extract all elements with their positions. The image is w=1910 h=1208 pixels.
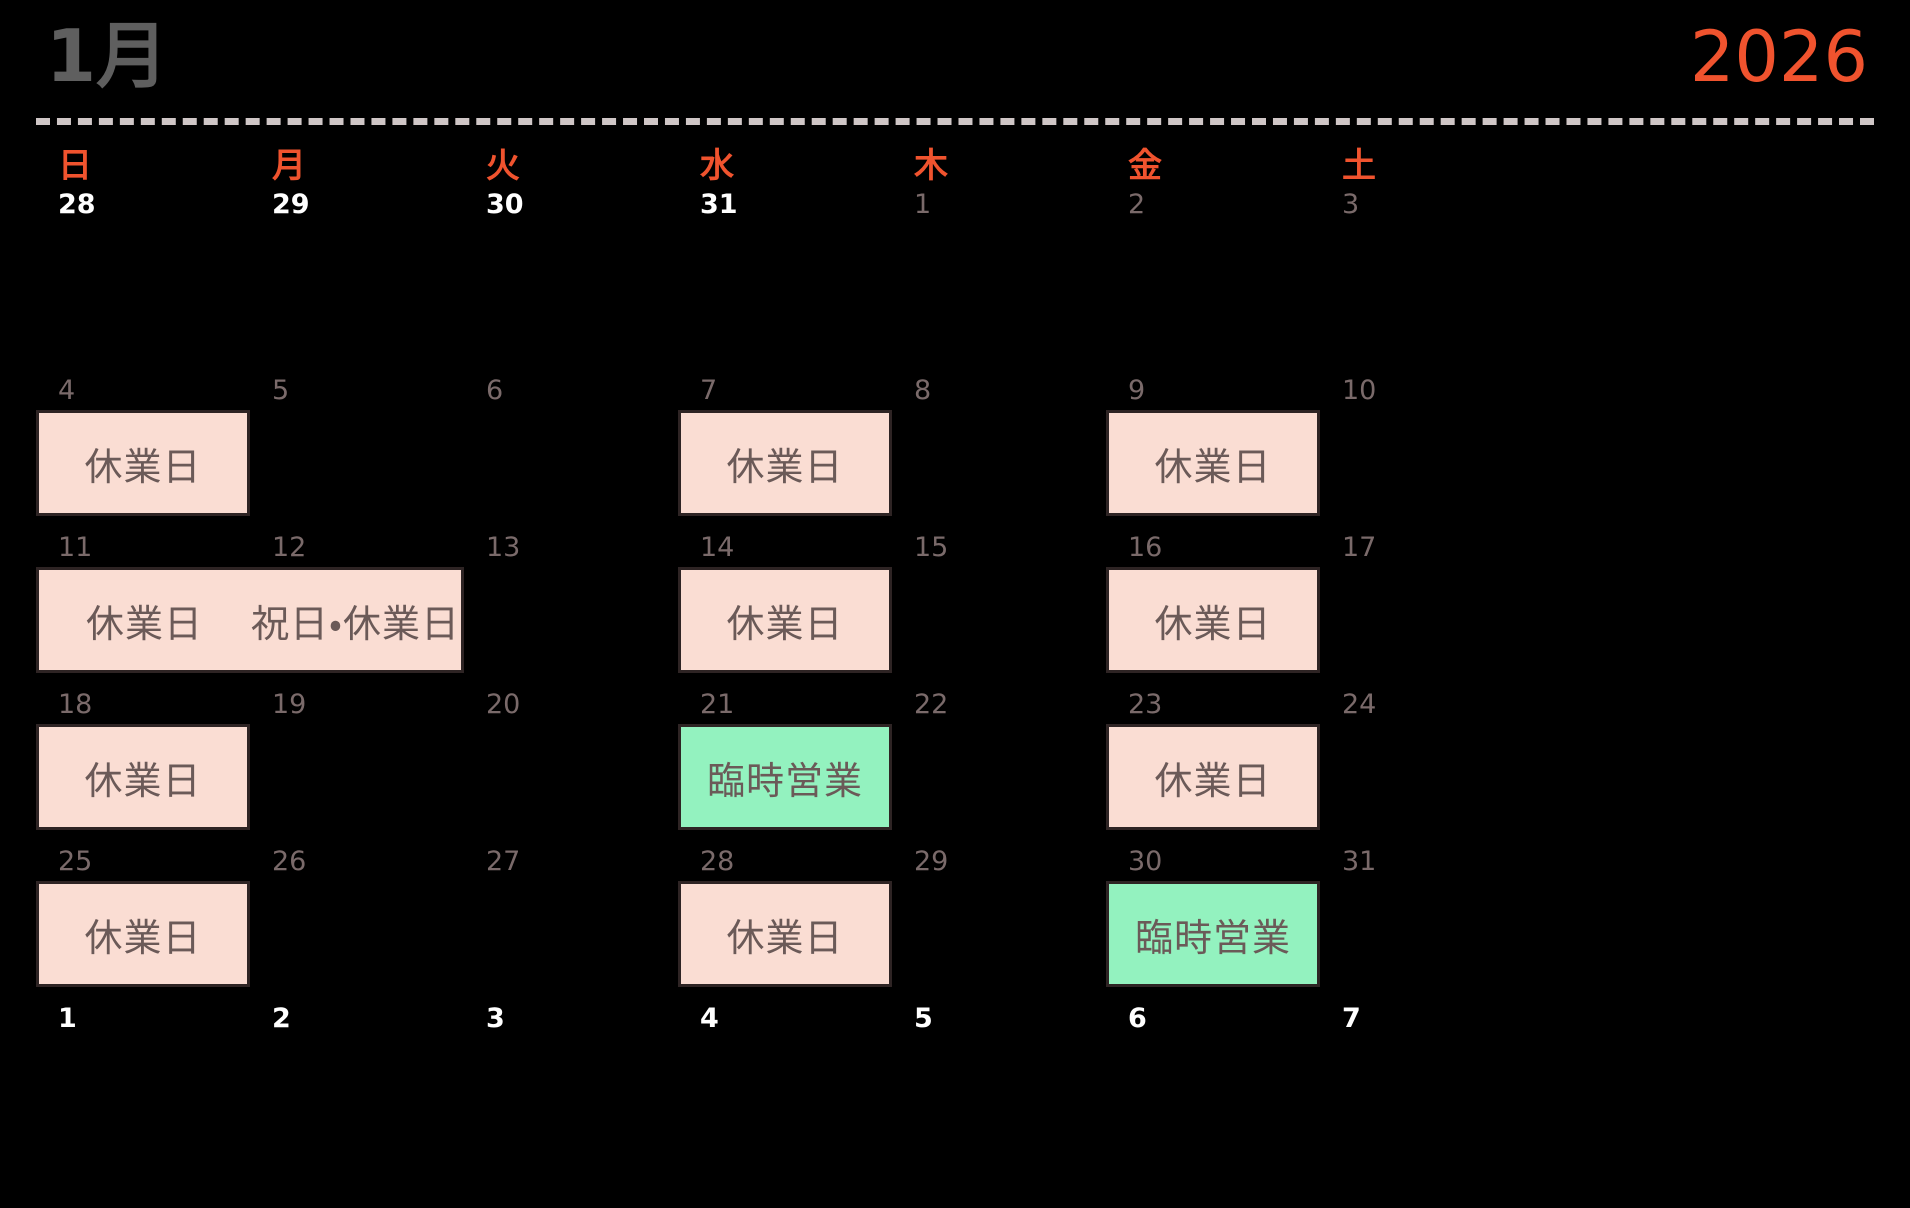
weekday-header-row: 日月火水木金土 (0, 130, 1910, 188)
day-number[interactable]: 9 (1128, 375, 1146, 406)
calendar-week-row: 25 休業日 26 27 28 休業日 29 30 臨時営業 31 (0, 845, 1910, 1002)
day-number[interactable]: 31 (1342, 846, 1377, 877)
day-number[interactable]: 29 (914, 846, 949, 877)
calendar-week-row: 4 休業日 5 6 7 休業日 8 9 休業日 10 (0, 374, 1910, 531)
day-number[interactable]: 28 (58, 189, 96, 220)
day-number[interactable]: 15 (914, 532, 949, 563)
event-block-closed[interactable]: 休業日 (36, 724, 250, 830)
day-number[interactable]: 30 (486, 189, 524, 220)
calendar-week-row: 11 休業日 12 祝日・休業日 13 14 休業日 15 16 休業日 17 (0, 531, 1910, 688)
event-block-closed[interactable]: 休業日 (678, 410, 892, 516)
day-number[interactable]: 25 (58, 846, 93, 877)
day-number[interactable]: 1 (914, 189, 932, 220)
day-number[interactable]: 7 (1342, 1003, 1361, 1034)
day-number[interactable]: 1 (58, 1003, 77, 1034)
day-number[interactable]: 17 (1342, 532, 1377, 563)
day-number[interactable]: 10 (1342, 375, 1377, 406)
calendar-week-row: 1 2 3 4 5 6 7 (0, 1002, 1910, 1159)
day-number[interactable]: 5 (914, 1003, 933, 1034)
event-block-closed[interactable]: 祝日・休業日 (250, 567, 464, 673)
day-number[interactable]: 23 (1128, 689, 1163, 720)
weekday-header-3: 水 (700, 146, 734, 186)
day-number[interactable]: 11 (58, 532, 93, 563)
day-number[interactable]: 19 (272, 689, 307, 720)
month-title: 1月 (46, 14, 169, 98)
event-block-closed[interactable]: 休業日 (1106, 410, 1320, 516)
weekday-header-6: 土 (1342, 146, 1376, 186)
calendar-header: 1月 2026 (0, 0, 1910, 125)
day-number[interactable]: 4 (700, 1003, 719, 1034)
day-number[interactable]: 8 (914, 375, 932, 406)
event-block-closed[interactable]: 休業日 (1106, 724, 1320, 830)
day-number[interactable]: 3 (486, 1003, 505, 1034)
day-number[interactable]: 2 (272, 1003, 291, 1034)
day-number[interactable]: 28 (700, 846, 735, 877)
header-divider (36, 118, 1874, 125)
day-number[interactable]: 18 (58, 689, 93, 720)
event-block-special-open[interactable]: 臨時営業 (678, 724, 892, 830)
day-number[interactable]: 2 (1128, 189, 1146, 220)
calendar-week-row: 28 29 30 31 1 2 3 (0, 188, 1910, 374)
day-number[interactable]: 27 (486, 846, 521, 877)
day-number[interactable]: 13 (486, 532, 521, 563)
day-number[interactable]: 31 (700, 189, 738, 220)
event-block-closed[interactable]: 休業日 (678, 881, 892, 987)
event-block-closed[interactable]: 休業日 (678, 567, 892, 673)
year-title: 2026 (1689, 16, 1868, 98)
weekday-header-2: 火 (486, 146, 520, 186)
day-number[interactable]: 24 (1342, 689, 1377, 720)
calendar-week-row: 18 休業日 19 20 21 臨時営業 22 23 休業日 24 (0, 688, 1910, 845)
event-block-closed[interactable]: 休業日 (36, 567, 250, 673)
day-number[interactable]: 6 (1128, 1003, 1147, 1034)
day-number[interactable]: 3 (1342, 189, 1360, 220)
weekday-header-4: 木 (914, 146, 948, 186)
event-block-closed[interactable]: 休業日 (36, 410, 250, 516)
day-number[interactable]: 12 (272, 532, 307, 563)
day-number[interactable]: 4 (58, 375, 76, 406)
weekday-header-5: 金 (1128, 146, 1162, 186)
day-number[interactable]: 21 (700, 689, 735, 720)
day-number[interactable]: 20 (486, 689, 521, 720)
weekday-header-0: 日 (58, 146, 92, 186)
event-block-closed[interactable]: 休業日 (36, 881, 250, 987)
day-number[interactable]: 26 (272, 846, 307, 877)
day-number[interactable]: 16 (1128, 532, 1163, 563)
day-number[interactable]: 5 (272, 375, 290, 406)
event-block-closed[interactable]: 休業日 (1106, 567, 1320, 673)
day-number[interactable]: 29 (272, 189, 310, 220)
day-number[interactable]: 6 (486, 375, 504, 406)
event-block-special-open[interactable]: 臨時営業 (1106, 881, 1320, 987)
day-number[interactable]: 7 (700, 375, 718, 406)
weekday-header-1: 月 (272, 146, 306, 186)
day-number[interactable]: 30 (1128, 846, 1163, 877)
day-number[interactable]: 22 (914, 689, 949, 720)
day-number[interactable]: 14 (700, 532, 735, 563)
